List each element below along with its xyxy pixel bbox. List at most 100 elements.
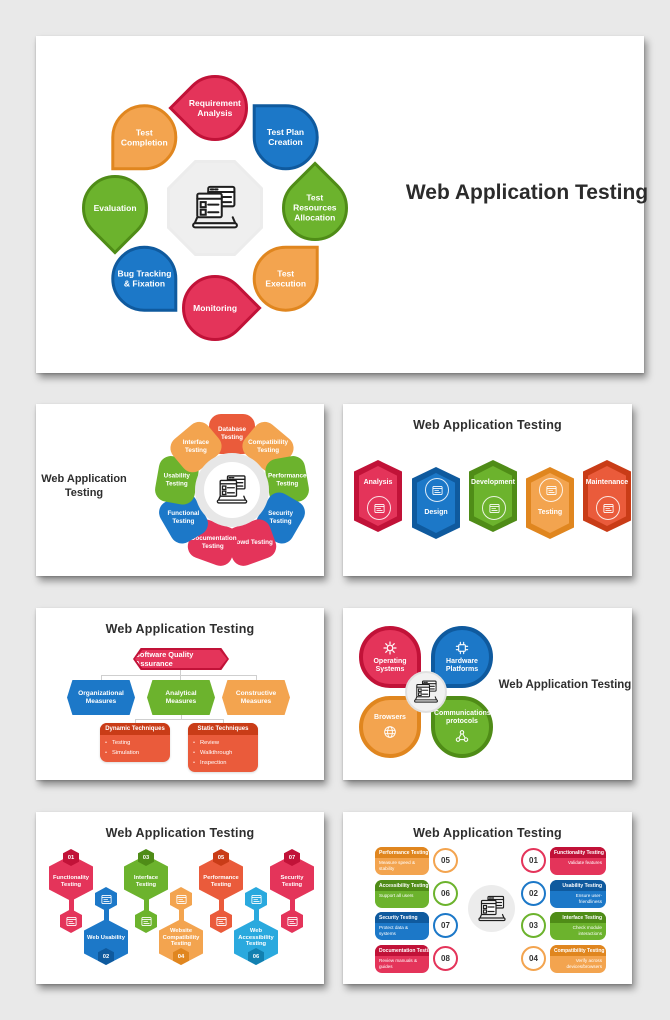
center-circle [195,453,269,527]
slide-hexchain-thumbnail[interactable]: Web Application Testing 01 Functionality… [36,812,324,984]
card-usability-testing: Usability Testing Ensure user-friendline… [550,880,606,908]
measure-organizational: Organizational Measures [67,680,135,715]
connector-line [135,719,223,720]
petal-label: Evaluation [93,202,137,213]
hex-item-performance-testing: 05 Performance Testing [197,812,245,984]
page-title: Web Application Testing [405,181,649,204]
window-icon [488,502,501,515]
list-item: Testing [105,738,166,748]
slide-flower-thumbnail[interactable]: Requirement Analysis Test Plan Creation … [36,36,648,373]
number-circle: 05 [433,848,458,873]
process-step-maintenance: Maintenance [583,460,631,532]
petal-requirement-analysis: Requirement Analysis [168,61,262,155]
network-icon [454,728,470,744]
measure-analytical: Analytical Measures [147,680,215,715]
petal-label: Requirement Analysis [189,97,241,118]
globe-icon [382,724,398,740]
center-circle [468,885,515,932]
connector-line [180,715,182,719]
window-icon [140,915,153,928]
petal-test-completion: Test Completion [111,104,178,171]
petal-label: Monitoring [193,302,237,313]
number-badge: 05 [213,849,229,866]
gear-icon [382,640,398,656]
slide-ring-thumbnail[interactable]: Database Testing Compatibility Testing P… [36,404,324,576]
process-step-analysis: Analysis [354,460,402,532]
window-icon [175,893,188,906]
page-title: Web Application Testing [413,418,562,432]
slide-sqa-thumbnail[interactable]: Web Application Testing Software Quality… [36,608,324,780]
center-octagon [167,160,263,256]
number-badge: 02 [98,948,114,965]
number-badge: 01 [63,849,79,866]
dynamic-techniques-box: Dynamic Techniques Testing Simulation [100,723,170,763]
number-circle: 08 [433,946,458,971]
cpu-icon [454,640,470,656]
hex-item-web-accessibility-testing: Web Accessibility Testing 06 [232,812,280,984]
laptop-checklist-icon [188,181,242,235]
number-circle: 06 [433,881,458,906]
laptop-checklist-icon [214,472,250,508]
window-icon [545,484,558,497]
number-circle: 03 [521,913,546,938]
card-accessibility-testing: Accessibility Testing Support all users [375,880,429,908]
card-functionality-testing: Functionality Testing Validate features [550,847,606,875]
petal-evaluation: Evaluation [68,161,162,255]
window-icon [373,502,386,515]
slide-quad-thumbnail[interactable]: Operating Systems Hardware Platforms Bro… [343,608,632,780]
petal-test-execution: Test Execution [252,245,319,312]
slide-list-thumbnail[interactable]: Web Application Testing Performance Test… [343,812,632,984]
slide-process-thumbnail[interactable]: Web Application Testing Analysis Design … [343,404,632,576]
page-title: Web Application Testing [41,473,127,500]
page-title: Web Application Testing [498,679,632,691]
petal-label: Test Plan Creation [267,127,305,148]
window-icon [431,484,444,497]
petal-label: Bug Tracking & Fixation [117,268,172,289]
number-circle: 01 [521,848,546,873]
connector-line [256,675,257,680]
hex-item-security-testing: 07 Security Testing [268,812,316,984]
number-badge: 03 [138,849,154,866]
list-item: Simulation [105,748,166,758]
petal-label: Test Execution [265,268,307,289]
petal-label: Test Resources Allocation [293,192,337,224]
connector-line [179,675,181,680]
page-title: Web Application Testing [105,622,255,636]
process-step-development: Development [469,460,517,532]
page-title: Web Application Testing [105,826,255,840]
window-icon [286,915,299,928]
petal-monitoring: Monitoring [168,261,262,355]
hex-item-web-usability: Web Usability 02 [82,812,130,984]
connector-line [135,719,136,723]
process-step-testing: Testing [526,467,574,539]
process-step-design: Design [412,467,460,539]
number-circle: 07 [433,913,458,938]
card-documentation-testing: Documentation Testing Review manuals & g… [375,945,429,973]
laptop-checklist-icon [412,678,440,706]
center-circle [405,671,447,713]
laptop-checklist-icon [476,893,508,925]
connector-line [223,719,224,723]
hex-item-interface-testing: 03 Interface Testing [122,812,170,984]
static-techniques-box: Static Techniques Review Walkthrough Ins… [188,723,258,773]
window-icon [100,893,113,906]
number-badge: 06 [248,948,264,965]
window-icon [65,915,78,928]
list-item: Inspection [193,758,254,768]
connector-line [101,675,102,680]
number-badge: 04 [173,948,189,965]
hex-item-website-compatibility-testing: Website Compatibility Testing 04 [157,812,205,984]
connector-line [101,675,257,676]
card-interface-testing: Interface Testing Check module interacti… [550,912,606,940]
window-icon [215,915,228,928]
list-item: Walkthrough [193,748,254,758]
card-performance-testing: Performance Testing Measure speed & stab… [375,847,429,875]
number-circle: 02 [521,881,546,906]
list-item: Review [193,738,254,748]
hex-item-functionality-testing: 01 Functionality Testing [47,812,95,984]
petal-label: Test Completion [120,127,168,148]
card-security-testing: Security Testing Protect data & systems [375,912,429,940]
window-icon [602,502,615,515]
connector-line [179,670,181,675]
sqa-banner: Software Quality Assurance [133,648,229,670]
